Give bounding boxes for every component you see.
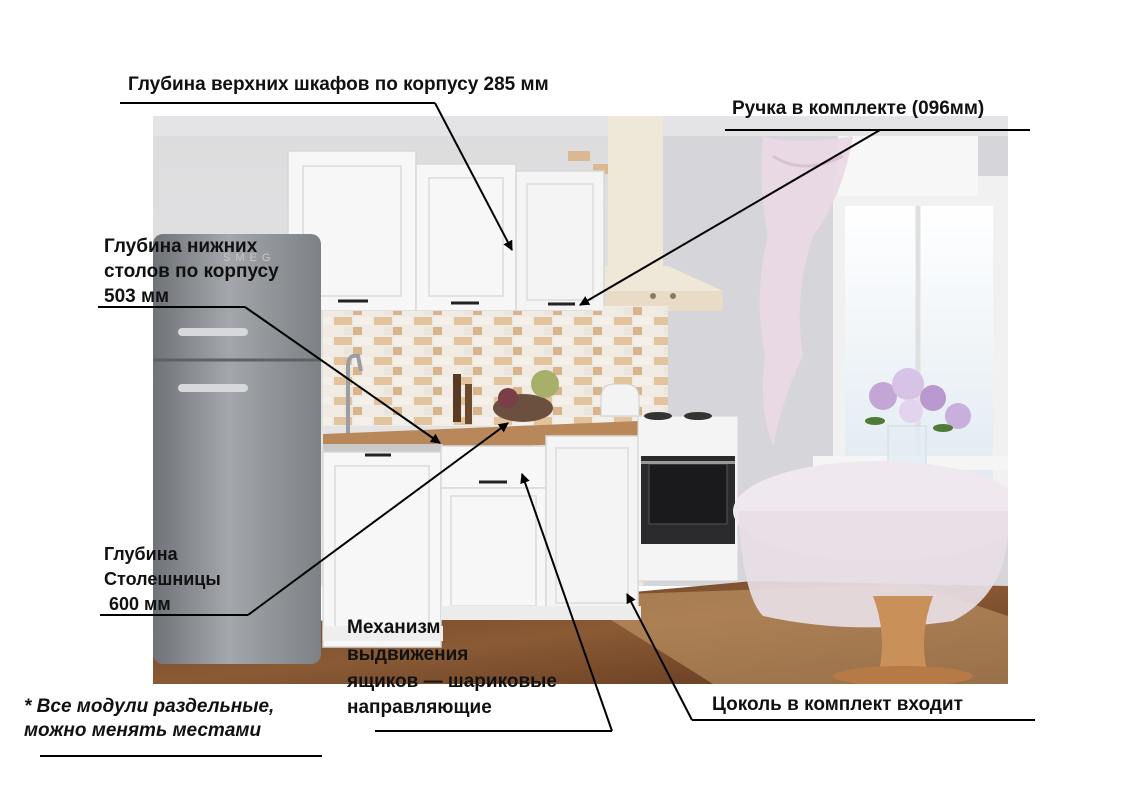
label-lower-cabinet-depth-1: Глубина нижних xyxy=(104,236,258,257)
label-lower-cabinet-depth-2: столов по корпусу xyxy=(104,261,279,282)
label-lower-cabinet-depth-3: 503 мм xyxy=(104,286,170,307)
label-countertop-depth-3: 600 мм xyxy=(104,594,171,614)
label-drawer-mechanism-1: Механизм xyxy=(347,617,441,638)
modules-note-line-1: * Все модули раздельные, xyxy=(24,696,275,717)
label-drawer-mechanism-3: ящиков — шариковые xyxy=(347,671,557,692)
label-countertop-depth-1: Глубина xyxy=(104,544,178,564)
label-handle: Ручка в комплекте (096мм) xyxy=(732,98,985,119)
label-upper-cabinet-depth: Глубина верхних шкафов по корпусу 285 мм xyxy=(128,74,549,95)
modules-note: * Все модули раздельные, можно менять ме… xyxy=(24,695,274,743)
label-drawer-mechanism-2: выдвижения xyxy=(347,644,469,665)
label-plinth: Цоколь в комплект входит xyxy=(712,694,963,715)
modules-note-line-2: можно менять местами xyxy=(24,720,262,741)
fridge-brand-logo: SMEG xyxy=(223,252,275,264)
label-drawer-mechanism-4: направляющие xyxy=(347,697,492,718)
kitchen-photo: SMEG xyxy=(153,116,1008,684)
label-countertop-depth-2: Столешницы xyxy=(104,569,221,589)
